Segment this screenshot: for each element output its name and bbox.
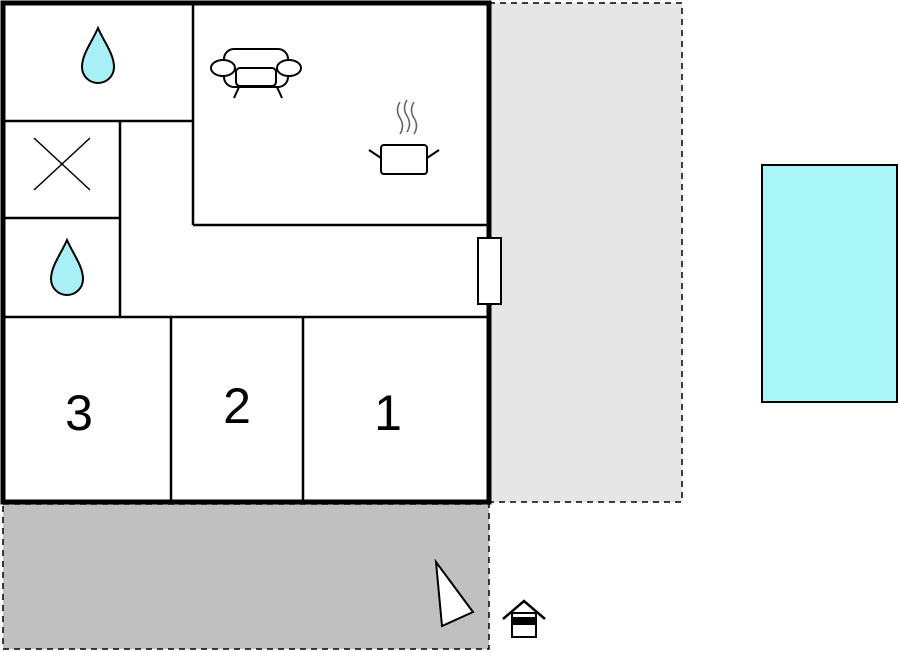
room-label-3: 3 <box>65 385 93 441</box>
water-drop-icon <box>80 25 116 84</box>
room-label-1: 1 <box>374 385 402 441</box>
water-drop-icon <box>49 237 85 296</box>
cooking-pot-icon <box>368 99 440 175</box>
door-icon <box>477 237 502 305</box>
interior-walls <box>3 3 489 502</box>
sofa-icon <box>210 48 302 99</box>
room-label-2: 2 <box>223 378 251 434</box>
sun-lounger-icon <box>434 558 475 628</box>
pool <box>761 164 898 403</box>
terrace-covered <box>2 503 490 650</box>
toilet-icon <box>33 137 91 191</box>
entrance-house-icon <box>502 599 546 638</box>
terrace-open <box>488 2 683 503</box>
